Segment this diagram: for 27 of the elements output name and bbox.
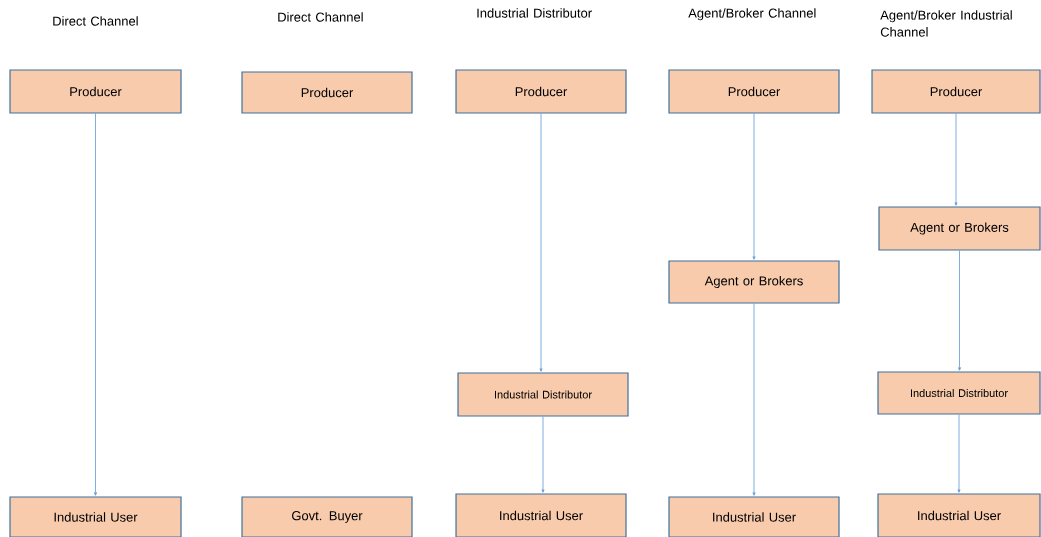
channel-heading: Direct Channel bbox=[278, 12, 363, 22]
process-box: Industrial User bbox=[668, 496, 840, 537]
arrow bbox=[539, 113, 543, 372]
process-box: Producer bbox=[9, 69, 182, 114]
arrow bbox=[954, 113, 958, 206]
channel-heading: Agent/Broker Industrial Channel bbox=[880, 10, 1012, 37]
arrow bbox=[958, 250, 961, 371]
channel-heading: Industrial Distributor bbox=[477, 8, 592, 18]
process-box: Producer bbox=[241, 71, 413, 114]
process-box: Industrial User bbox=[455, 493, 627, 537]
process-box: Producer bbox=[668, 69, 840, 114]
process-box: Producer bbox=[455, 69, 627, 114]
process-box: Industrial User bbox=[877, 493, 1041, 537]
arrow bbox=[752, 113, 756, 260]
process-box: Agent or Brokers bbox=[668, 260, 840, 304]
process-box: Industrial Distributor bbox=[877, 371, 1041, 415]
arrow bbox=[94, 113, 97, 496]
process-box: Agent or Brokers bbox=[878, 206, 1041, 251]
arrow bbox=[752, 303, 756, 496]
process-box: Producer bbox=[871, 69, 1041, 114]
process-box: Industrial User bbox=[9, 496, 182, 537]
channel-heading: Agent/Broker Channel bbox=[688, 8, 816, 21]
process-box: Govt. Buyer bbox=[241, 496, 413, 537]
channel-heading: Direct Channel bbox=[53, 16, 138, 26]
arrow bbox=[541, 416, 545, 493]
process-box: Industrial Distributor bbox=[457, 372, 629, 417]
arrow bbox=[957, 414, 961, 493]
